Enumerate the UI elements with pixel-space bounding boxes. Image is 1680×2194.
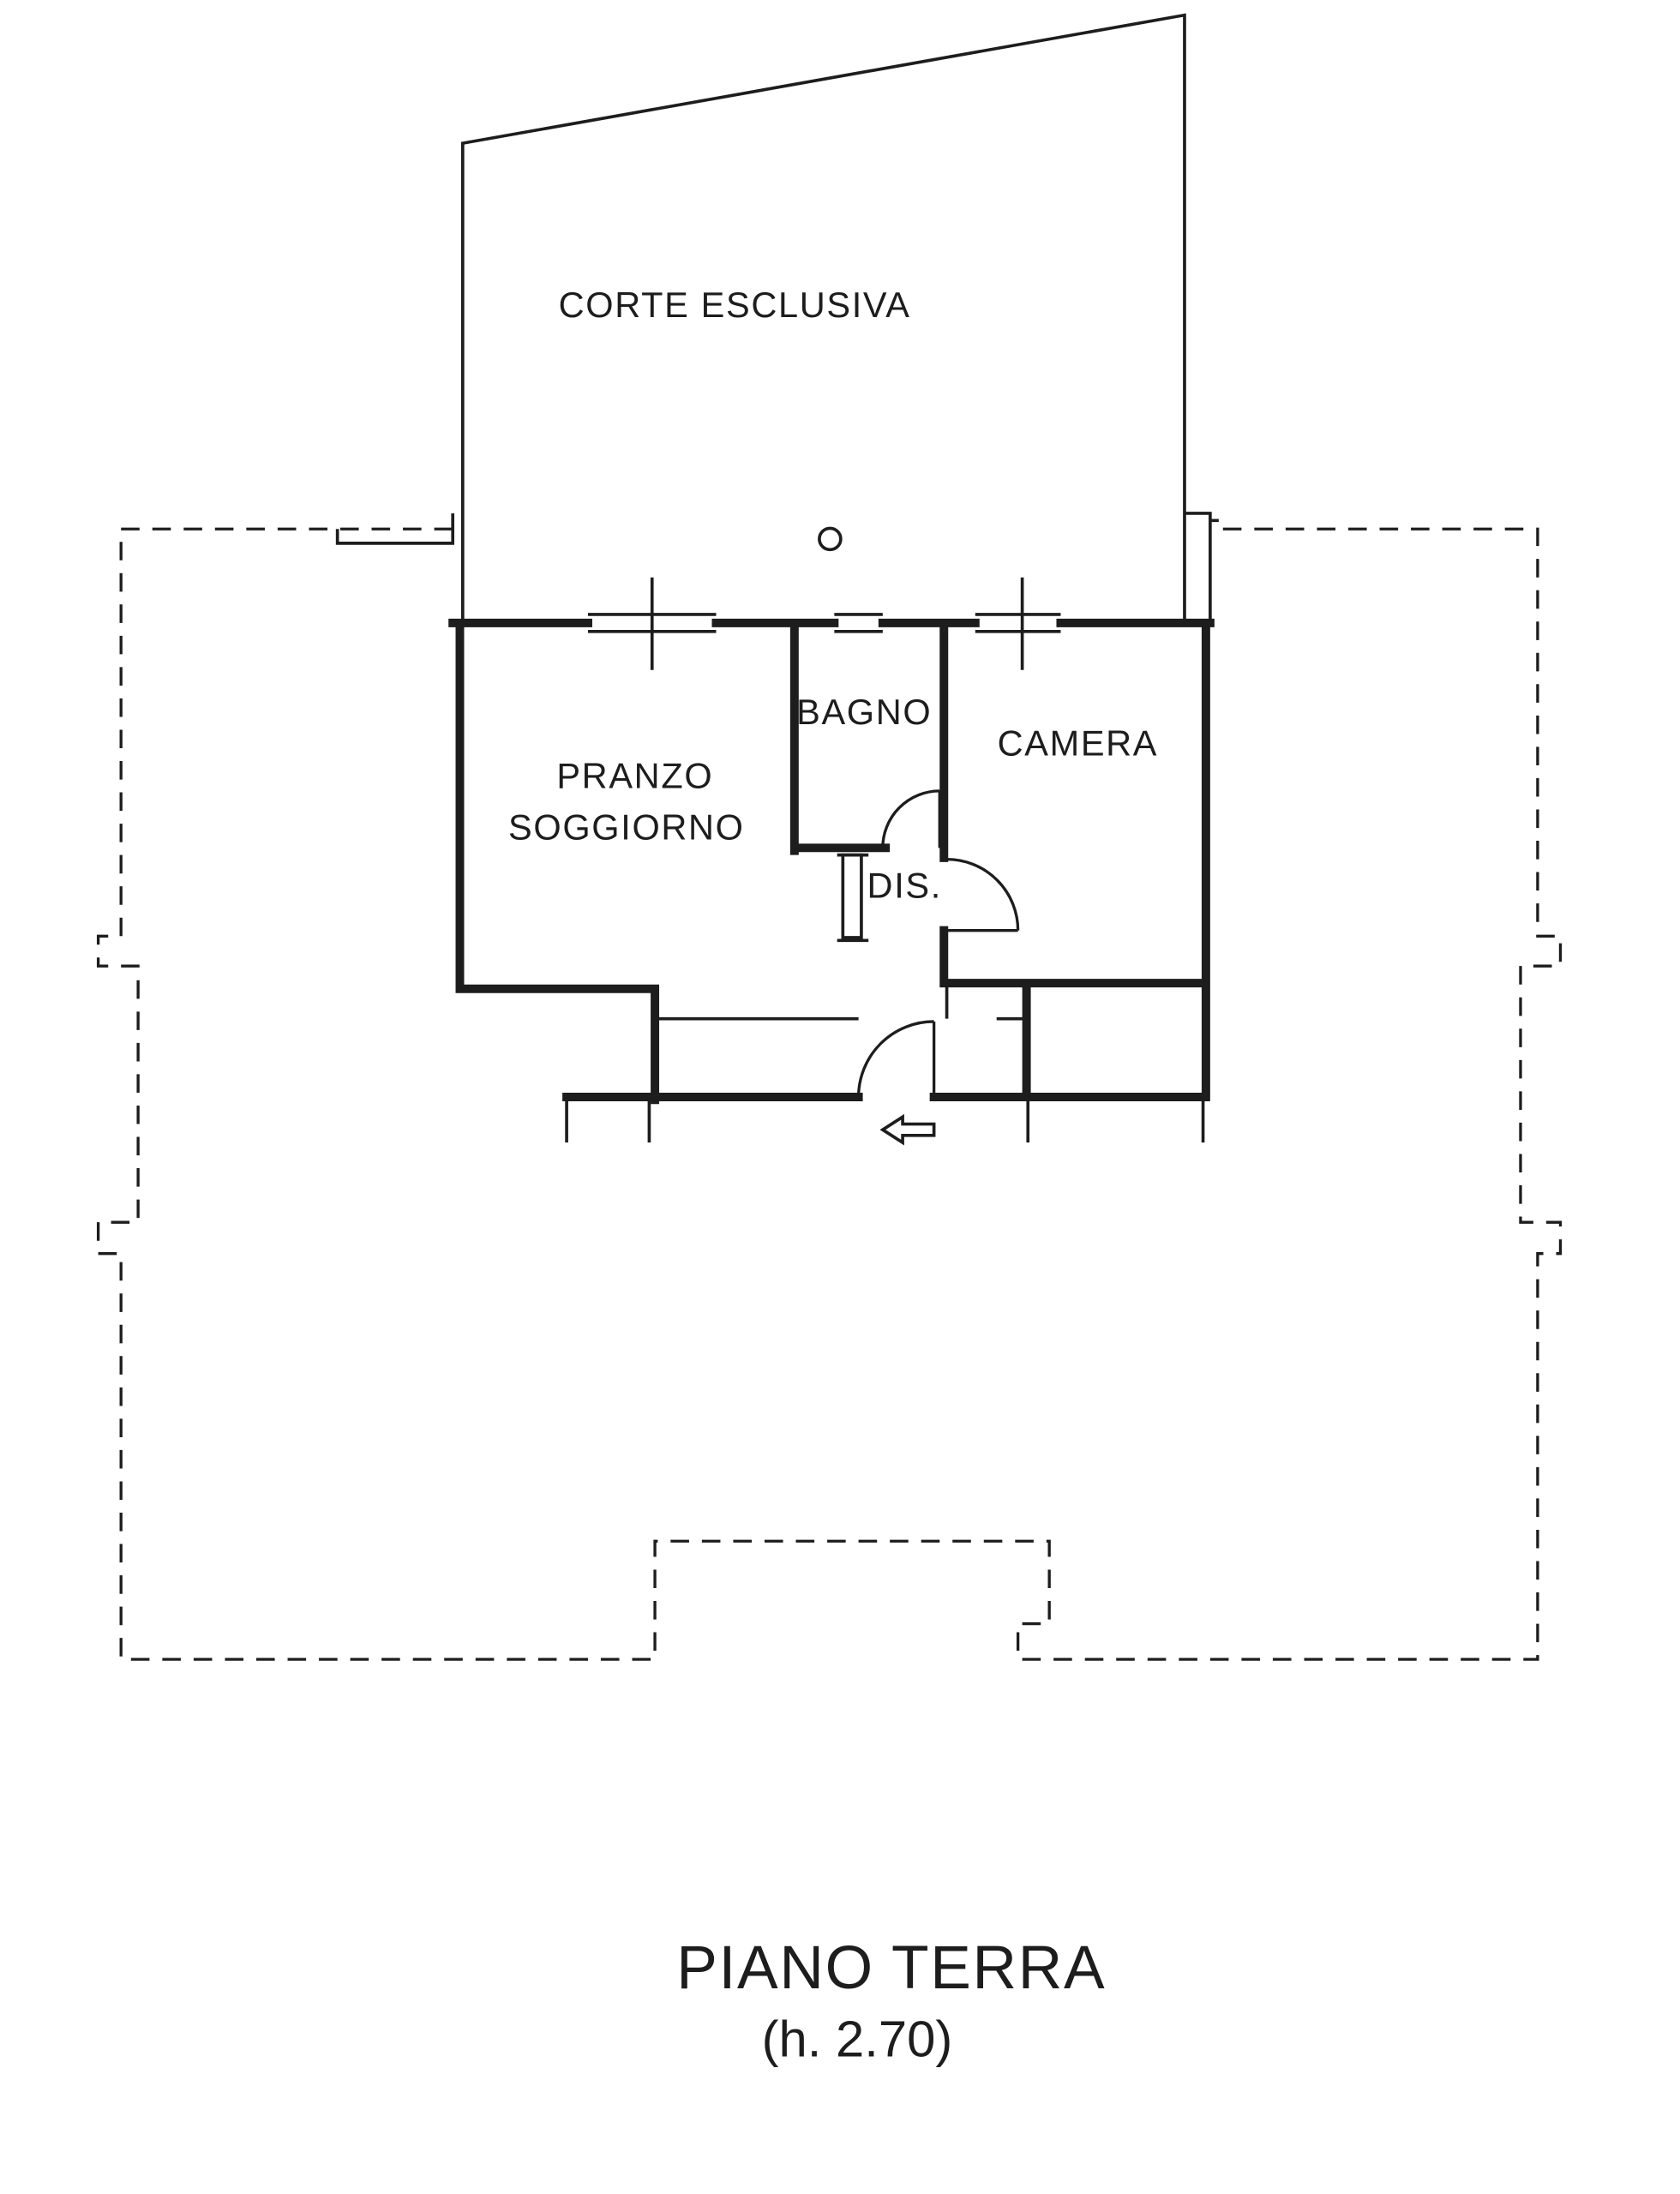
room-label-soggiorno: SOGGIORNO xyxy=(508,806,745,847)
room-label-camera: CAMERA xyxy=(998,722,1159,763)
apartment-walls xyxy=(448,618,1215,1105)
dis-wall-stub xyxy=(841,853,863,939)
dis-stub-ticks xyxy=(837,853,869,943)
plan-subtitle: (h. 2.70) xyxy=(762,2011,953,2068)
courtyard-drain-icon xyxy=(818,526,843,552)
right-neighbour-wall-step xyxy=(1184,512,1219,623)
window-tick-marks xyxy=(650,577,1024,670)
door-entrance xyxy=(856,1020,936,1098)
plan-title: PIANO TERRA xyxy=(676,1933,1106,2002)
door-arc-bagno xyxy=(881,789,940,848)
building-outline-dashed xyxy=(96,527,1563,1661)
door-bagno xyxy=(881,789,941,848)
room-label-bagno: BAGNO xyxy=(796,692,932,732)
room-label-pranzo: PRANZO xyxy=(556,756,713,796)
door-arc-entrance xyxy=(856,1020,934,1098)
entrance-arrow-icon xyxy=(879,1113,936,1146)
room-label-dis: DIS. xyxy=(867,865,942,905)
room-label-corte-esclusiva: CORTE ESCLUSIVA xyxy=(559,285,911,325)
courtyard-outline xyxy=(461,13,1186,623)
corridor-lines xyxy=(565,983,1205,1143)
door-arc-camera xyxy=(946,857,1020,931)
door-camera xyxy=(946,857,1020,932)
